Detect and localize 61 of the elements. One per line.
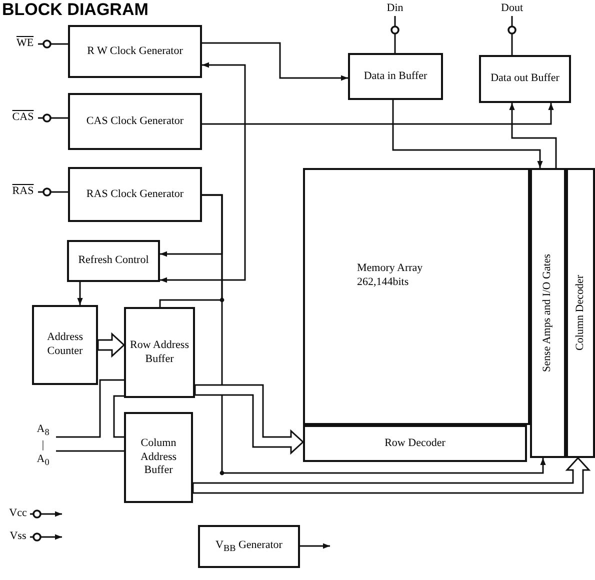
block-label: Row Decoder: [384, 436, 446, 450]
pin-label: A$_{8}$: [36, 423, 50, 440]
block: [68, 167, 202, 222]
block-label: Sense Amps and I/O Gates: [541, 254, 554, 372]
block: [68, 25, 202, 78]
block-label: Data in Buffer: [364, 70, 428, 84]
connector-line: [511, 16, 513, 55]
bus-arrow: [192, 456, 591, 494]
diagram-title: BLOCK DIAGRAM: [2, 0, 148, 20]
block: [32, 305, 98, 385]
arrow: [392, 100, 543, 168]
block-label: CAS Clock Generator: [86, 114, 184, 128]
pin-label: Dout: [501, 2, 523, 16]
connector-line: [38, 191, 68, 193]
block: [68, 93, 202, 150]
connector-line: [56, 450, 124, 452]
block: [348, 53, 443, 100]
bus-arrow: [194, 384, 304, 455]
pin-label: A$_{0}$: [36, 452, 50, 469]
block-label: Refresh Control: [78, 254, 149, 268]
connector-line: [394, 16, 396, 53]
arrow: [30, 511, 62, 517]
block-detail: 262,144bits: [357, 276, 409, 290]
arrow: [77, 282, 83, 305]
block-label: RAS Clock Generator: [86, 188, 184, 202]
arrow: [300, 543, 330, 549]
pin-label: Vcc: [9, 507, 27, 521]
pin-label: RAS: [12, 185, 34, 199]
arrow: [202, 42, 348, 81]
block-label: Memory Array: [357, 262, 423, 276]
block-label: Address Counter: [46, 331, 84, 359]
arrow: [30, 534, 62, 540]
block: [530, 168, 566, 458]
block-label: R W Clock Generator: [87, 44, 183, 58]
arrow: [202, 194, 546, 474]
block-label: Data out Buffer: [490, 72, 560, 86]
block-label: Row Address Buffer: [129, 338, 190, 366]
pin-label: WE: [16, 37, 34, 51]
block-label: Column Decoder: [574, 275, 587, 351]
connector-line: [113, 395, 124, 438]
arrow: [202, 103, 554, 125]
connector-line: [38, 43, 68, 45]
block-label: Column Address Buffer: [139, 436, 178, 478]
pin-label: Din: [386, 2, 404, 16]
connector-line: [38, 117, 68, 119]
pin-label: CAS: [12, 111, 34, 125]
block-label: V$_{BB}$ Generator: [216, 538, 282, 554]
connector-line: [56, 379, 124, 438]
bus-arrow: [97, 332, 126, 358]
block: [124, 307, 195, 398]
block: [303, 168, 530, 425]
block: [479, 55, 571, 103]
block: [124, 412, 193, 503]
arrow: [160, 62, 246, 283]
block: [303, 425, 527, 462]
pin-label: Vss: [10, 530, 26, 544]
block: [67, 240, 160, 282]
arrow: [509, 103, 557, 168]
block: [566, 168, 595, 458]
pin-label: |: [42, 439, 44, 453]
block: [198, 525, 300, 568]
